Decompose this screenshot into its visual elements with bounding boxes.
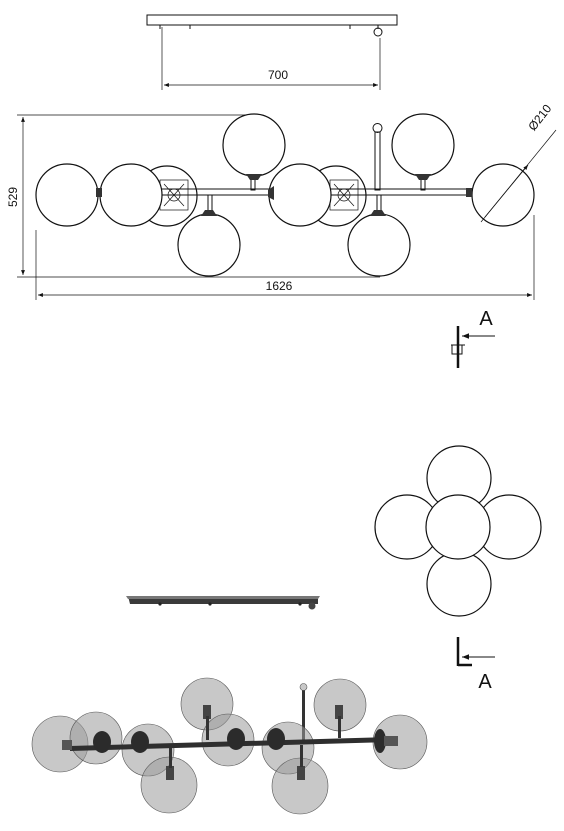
globe-lower-left: [177, 213, 241, 277]
dim-label-529: 529: [6, 187, 20, 207]
plan-view-globes: [374, 445, 542, 617]
sockets: [96, 174, 472, 216]
canopy-plate-render: [126, 596, 320, 610]
front-view-fixture: [35, 113, 535, 277]
dim-label-1626: 1626: [266, 279, 293, 293]
dimension-plate-width: 700: [161, 27, 381, 90]
fixture-render: [31, 677, 428, 815]
dim-label-diameter: Ø210: [525, 101, 554, 133]
section-label-top: A: [479, 308, 493, 330]
globe-center: [268, 163, 332, 227]
dim-label-700: 700: [268, 68, 288, 82]
section-marker-bottom: A: [456, 637, 495, 693]
globe-upper-right: [391, 113, 455, 177]
globe-lower-right: [347, 213, 411, 277]
dimension-total-length: 1626: [35, 215, 535, 300]
section-label-bottom: A: [478, 671, 492, 693]
globe-upper-left: [222, 113, 286, 177]
globe-left: [99, 163, 163, 227]
dimension-height: 529: [6, 114, 380, 278]
section-marker-top: A: [451, 308, 495, 368]
globe-far-left: [35, 163, 99, 227]
canopy-plate-top: [146, 14, 398, 37]
suspension-rod: [374, 131, 381, 191]
